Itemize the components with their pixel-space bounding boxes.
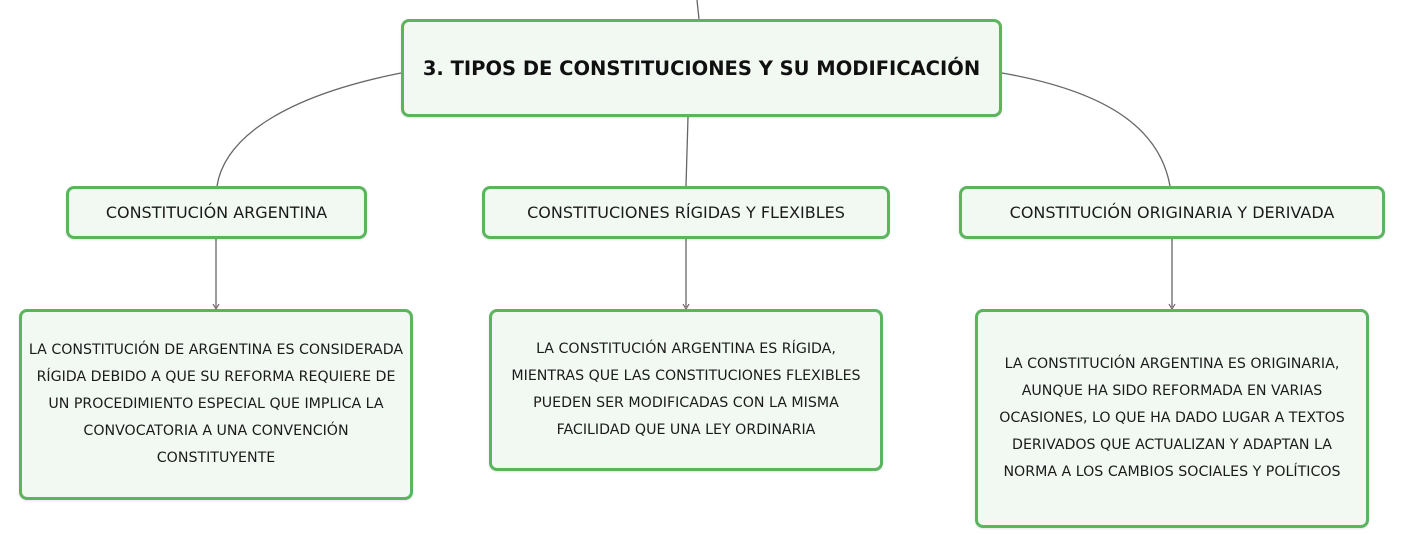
detail-text: LA CONSTITUCIÓN DE ARGENTINA ES CONSIDER…: [28, 342, 404, 466]
root-topic-node[interactable]: 3. TIPOS DE CONSTITUCIONES Y SU MODIFICA…: [401, 19, 1002, 117]
connector-root-to-originaria-derivada: [1001, 72, 1171, 187]
detail-node-constitucion-originaria-derivada[interactable]: LA CONSTITUCIÓN ARGENTINA ES ORIGINARIA,…: [975, 309, 1369, 528]
topic-label: CONSTITUCIONES RÍGIDAS Y FLEXIBLES: [527, 203, 845, 222]
connector-root-to-constitucion-argentina: [216, 72, 402, 187]
topic-node-constitucion-argentina[interactable]: CONSTITUCIÓN ARGENTINA: [66, 186, 367, 239]
connector-root-to-rigidas-flexibles: [685, 116, 689, 187]
detail-node-constitucion-argentina[interactable]: LA CONSTITUCIÓN DE ARGENTINA ES CONSIDER…: [19, 309, 413, 500]
detail-node-constituciones-rigidas-flexibles[interactable]: LA CONSTITUCIÓN ARGENTINA ES RÍGIDA, MIE…: [489, 309, 883, 471]
detail-text: LA CONSTITUCIÓN ARGENTINA ES RÍGIDA, MIE…: [511, 341, 861, 438]
topic-node-constitucion-originaria-derivada[interactable]: CONSTITUCIÓN ORIGINARIA Y DERIVADA: [959, 186, 1385, 239]
topic-label: CONSTITUCIÓN ORIGINARIA Y DERIVADA: [1009, 203, 1335, 222]
topic-node-constituciones-rigidas-flexibles[interactable]: CONSTITUCIONES RÍGIDAS Y FLEXIBLES: [482, 186, 890, 239]
topic-label: CONSTITUCIÓN ARGENTINA: [105, 203, 328, 222]
connector-parent-to-root: [696, 0, 700, 20]
root-topic-label: 3. TIPOS DE CONSTITUCIONES Y SU MODIFICA…: [422, 56, 981, 80]
detail-text: LA CONSTITUCIÓN ARGENTINA ES ORIGINARIA,…: [999, 356, 1345, 480]
